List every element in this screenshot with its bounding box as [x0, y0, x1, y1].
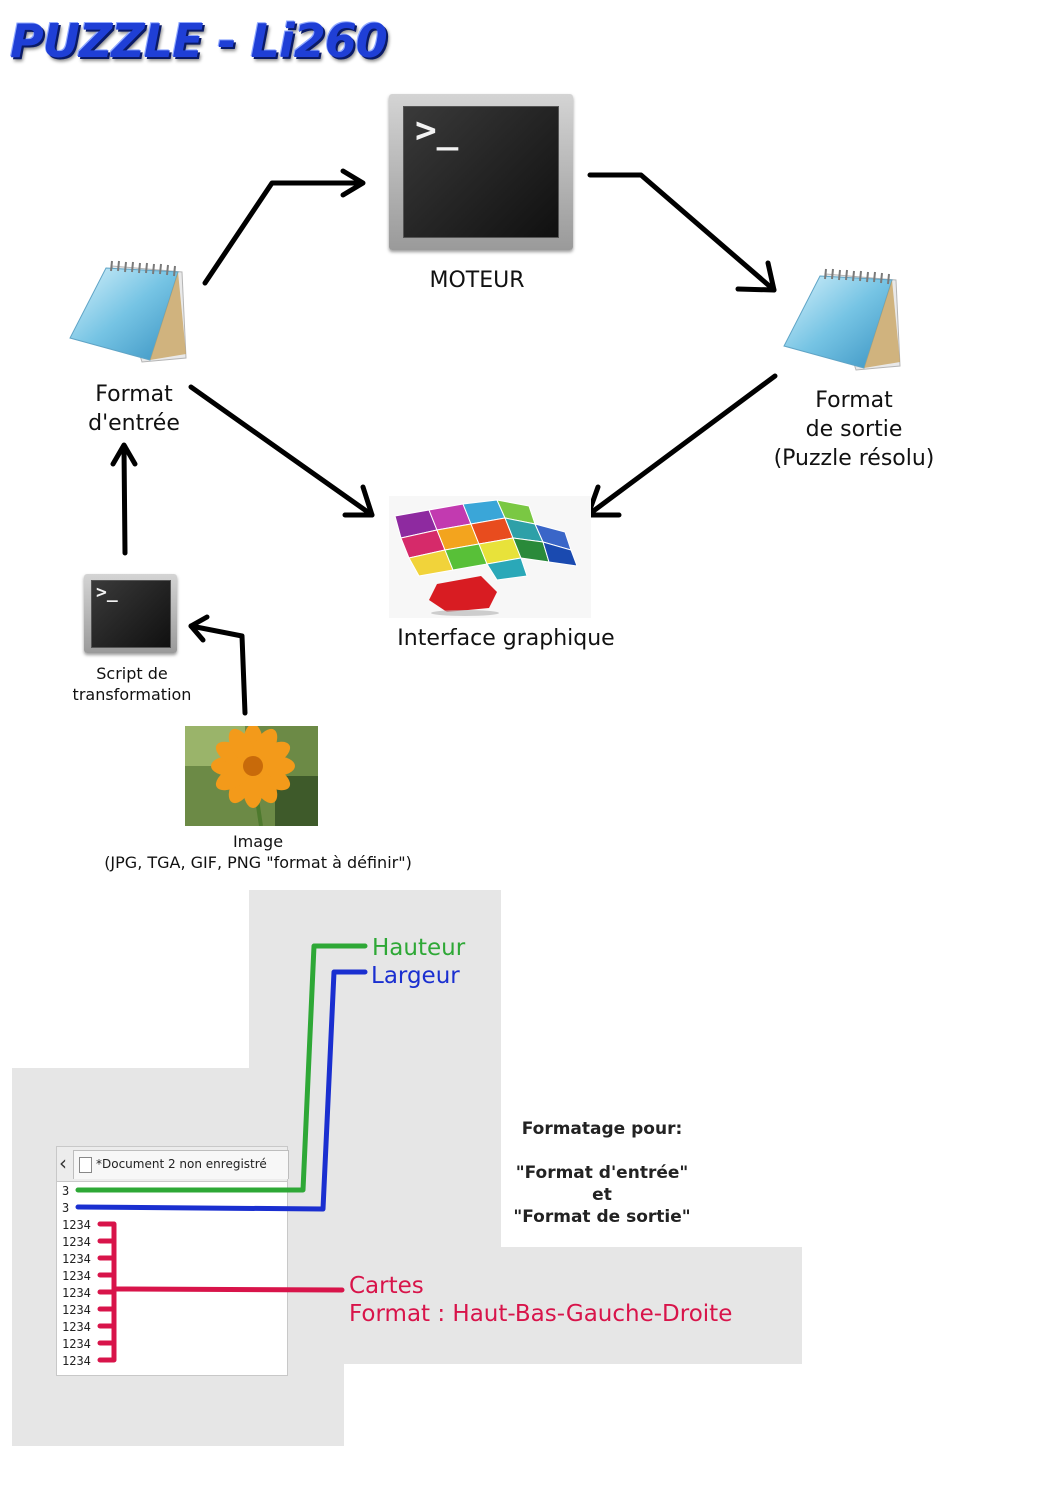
largeur-line [75, 969, 368, 1212]
document-icon [79, 1157, 92, 1173]
editor-line: 1234 [62, 1269, 91, 1283]
tab-label: *Document 2 non enregistré [96, 1157, 267, 1171]
arrow-entree-to-moteur [202, 168, 366, 286]
annotation-lines [75, 943, 368, 1363]
arrow-sortie-to-interface [585, 373, 778, 518]
format-entree-label: Format d'entrée [88, 382, 180, 436]
text-editor: ‹ *Document 2 non enregistré 3 3 1234 1234 1… [56, 1146, 289, 1376]
editor-line: 3 [62, 1201, 70, 1215]
arrow-entree-to-interface [188, 384, 375, 518]
notepad-icon-sortie [783, 268, 901, 371]
gray-panel-right [287, 1247, 802, 1364]
moteur-terminal-icon: >_ [389, 94, 573, 250]
hauteur-label: Hauteur [372, 935, 466, 961]
editor-line: 1234 [62, 1303, 91, 1317]
editor-line: 1234 [62, 1320, 91, 1334]
chevron-left-icon[interactable]: ‹ [59, 1151, 67, 1175]
editor-line: 1234 [62, 1235, 91, 1249]
hauteur-line [75, 943, 368, 1193]
arrow-script-to-entree [110, 442, 138, 556]
cartes-format-label: Format : Haut-Bas-Gauche-Droite [349, 1301, 733, 1327]
tab-document[interactable]: *Document 2 non enregistré [73, 1150, 289, 1179]
script-label: Script de transformation [72, 664, 192, 704]
arrow-moteur-to-sortie [587, 172, 777, 293]
flow-arrows [110, 168, 778, 716]
cartes-label: Cartes [349, 1273, 424, 1299]
page-title: PUZZLE - Li260 [10, 14, 388, 68]
editor-line: 1234 [62, 1218, 91, 1232]
interface-label: Interface graphique [397, 626, 615, 651]
editor-line: 1234 [62, 1252, 91, 1266]
editor-line: 1234 [62, 1354, 91, 1368]
format-sortie-label: Format de sortie (Puzzle résolu) [773, 388, 935, 471]
notepad-icon-entree [69, 260, 187, 363]
editor-tabbar: ‹ *Document 2 non enregistré [57, 1147, 289, 1182]
flower-image [185, 726, 318, 826]
formatage-note: Formatage pour: "Format d'entrée" et "Fo… [513, 1119, 691, 1227]
arrow-image-to-script [188, 614, 248, 716]
editor-line: 1234 [62, 1337, 91, 1351]
moteur-label: MOTEUR [429, 268, 525, 293]
largeur-label: Largeur [371, 963, 460, 989]
editor-line: 3 [62, 1184, 70, 1198]
image-label: Image (JPG, TGA, GIF, PNG "format à défi… [104, 832, 412, 872]
editor-line: 1234 [62, 1286, 91, 1300]
puzzle-icon [389, 496, 591, 618]
script-terminal-icon: >_ [84, 574, 177, 653]
cartes-bracket [97, 1221, 345, 1363]
